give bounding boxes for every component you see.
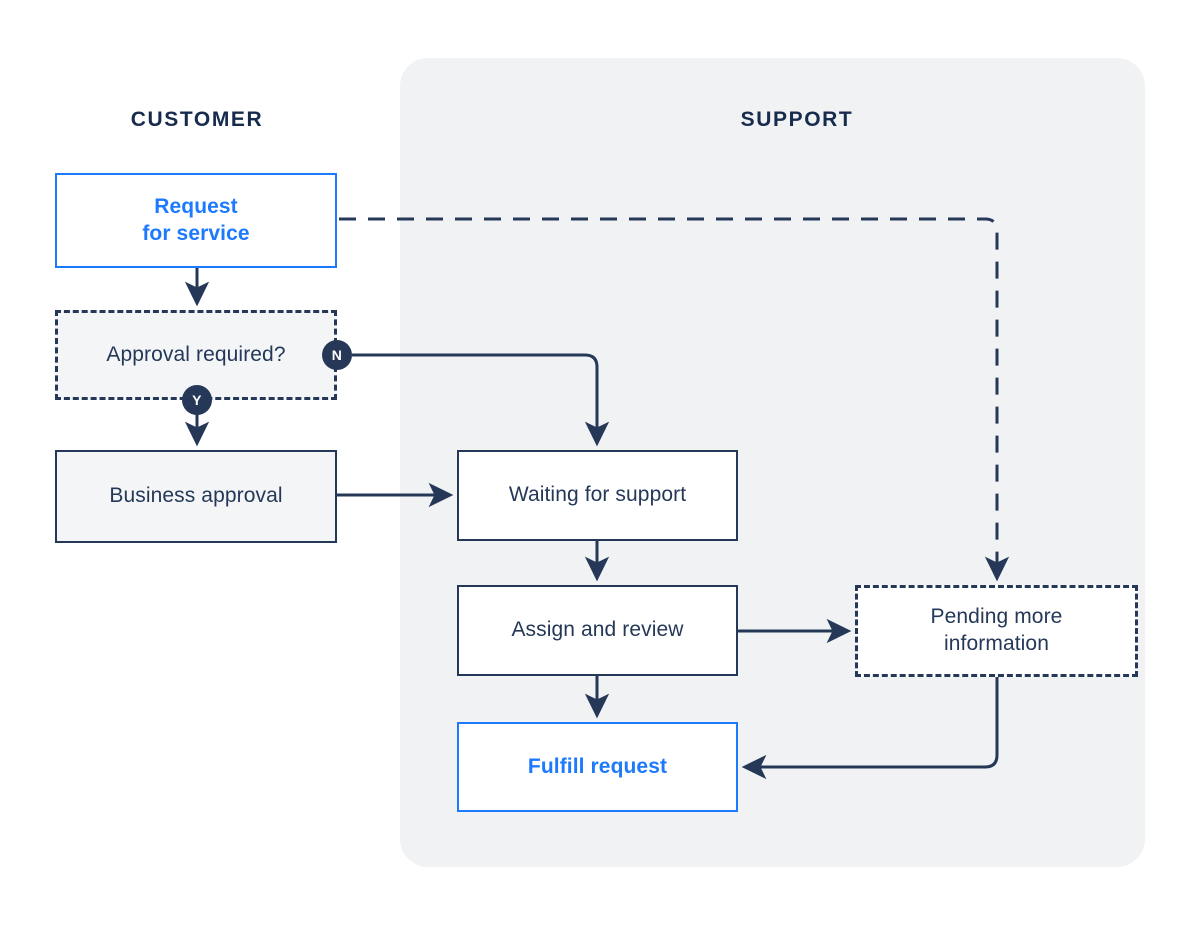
connector-approval-no-to-waiting <box>352 353 610 447</box>
node-waiting-for-support[interactable]: Waiting for support <box>457 450 738 541</box>
connector-request-to-pending <box>339 217 1010 582</box>
node-label: Assign and review <box>511 618 684 642</box>
branch-badge-no[interactable]: N <box>322 340 352 370</box>
connector-pending-to-fulfill <box>741 677 999 780</box>
node-label: Approval required? <box>106 342 286 366</box>
node-label-line: information <box>944 632 1049 655</box>
node-label-line: for service <box>142 221 250 245</box>
node-label: Pending more information <box>931 604 1063 658</box>
node-label: Business approval <box>109 484 283 508</box>
lane-heading-support: SUPPORT <box>740 108 854 131</box>
lane-heading-customer: CUSTOMER <box>130 108 264 131</box>
node-label-line: Request <box>154 194 238 218</box>
node-business-approval[interactable]: Business approval <box>55 450 337 543</box>
node-request-for-service[interactable]: Request for service <box>55 173 337 268</box>
node-label-line: Pending more <box>930 605 1063 629</box>
node-label: Fulfill request <box>527 754 668 778</box>
branch-badge-yes[interactable]: Y <box>182 385 212 415</box>
node-pending-more-information[interactable]: Pending more information <box>855 585 1138 677</box>
node-label: Request for service <box>142 194 249 248</box>
node-assign-and-review[interactable]: Assign and review <box>457 585 738 676</box>
node-fulfill-request[interactable]: Fulfill request <box>457 722 738 812</box>
node-label: Waiting for support <box>508 483 687 507</box>
